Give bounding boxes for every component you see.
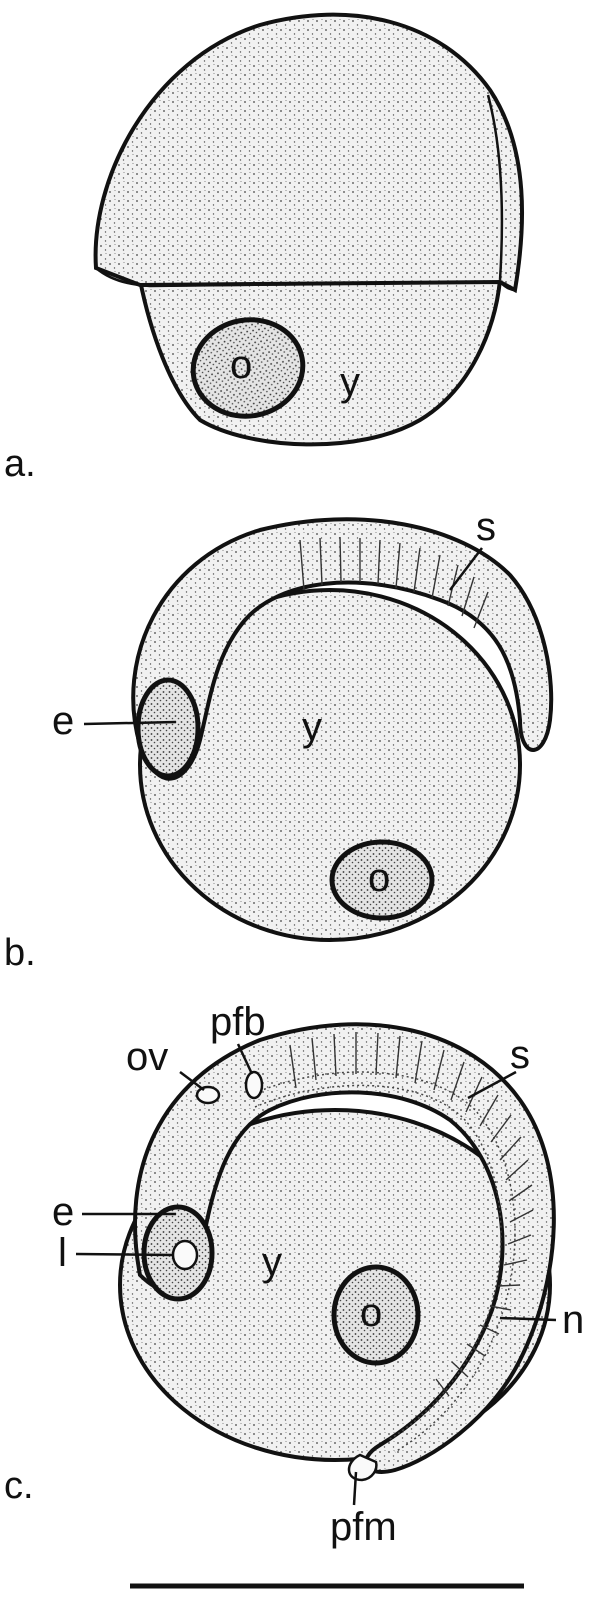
- label-e-b: e: [52, 699, 74, 743]
- label-n: n: [562, 1298, 584, 1342]
- label-l: l: [58, 1231, 67, 1275]
- label-o-a: o: [230, 343, 252, 387]
- blastoderm-cap: [96, 15, 522, 290]
- eye-b: [138, 680, 198, 776]
- lens: [173, 1241, 197, 1269]
- label-pfm: pfm: [330, 1505, 397, 1549]
- label-s-b: s: [476, 505, 496, 549]
- panel-b: s e y o b.: [4, 505, 551, 974]
- label-o-c: o: [360, 1291, 382, 1335]
- label-y-c: y: [262, 1240, 282, 1284]
- panel-c: ov pfb s e l y o n pfm c.: [4, 1000, 584, 1549]
- label-y-b: y: [302, 705, 322, 749]
- leader-l: [76, 1254, 174, 1255]
- panel-label-b: b.: [4, 932, 36, 974]
- label-s-c: s: [510, 1033, 530, 1077]
- panel-label-a: a.: [4, 443, 36, 485]
- pectoral-fin-bud: [246, 1072, 262, 1098]
- otic-vesicle: [197, 1087, 219, 1103]
- label-e-c: e: [52, 1190, 74, 1234]
- panel-a: o y a.: [4, 15, 522, 485]
- label-pfb: pfb: [210, 1000, 266, 1044]
- label-ov: ov: [126, 1035, 168, 1079]
- label-y-a: y: [340, 360, 360, 404]
- label-o-b: o: [368, 856, 390, 900]
- panel-label-c: c.: [4, 1465, 34, 1507]
